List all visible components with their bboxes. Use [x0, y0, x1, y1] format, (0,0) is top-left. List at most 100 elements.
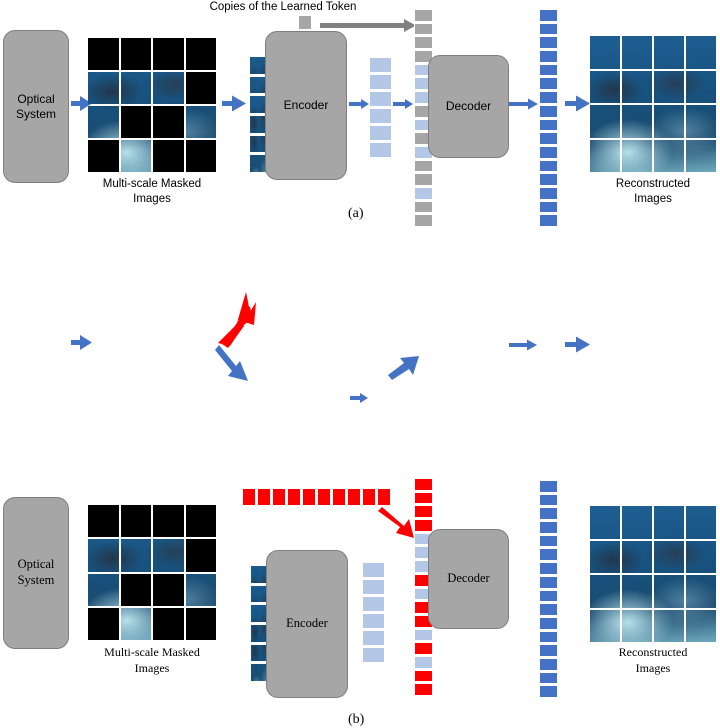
decoder-input-token-b-red [414, 478, 433, 491]
masked-grid-hidden-patch [153, 38, 184, 70]
reconstructed-patch [622, 105, 652, 138]
masked-grid-hidden-patch [88, 38, 119, 70]
decoder-input-token-a-gray [414, 173, 433, 186]
reconstructed-patch [590, 139, 620, 172]
decoder-output-token-b-dblue [539, 657, 558, 671]
reconstructed-patch [686, 70, 716, 103]
red-mask-token-arrow [218, 292, 256, 348]
arrow-masked-to-patches [222, 95, 246, 112]
encoder-box-b[interactable]: Encoder [266, 550, 348, 698]
reconstructed-patch [654, 540, 684, 573]
panel-b: Optical System #panel-b .module{top:auto… [0, 230, 720, 727]
decoder-output-token-b-dblue [539, 534, 558, 548]
reconstructed-patch [654, 36, 684, 69]
masked-grid-hidden-patch [185, 38, 216, 70]
encoder-output-token-a-lblue [369, 91, 392, 107]
decoder-input-token-b-lblue [414, 628, 433, 642]
arrow-encoder-to-tokens [349, 99, 369, 109]
encoder-label-b: Encoder [286, 616, 328, 631]
decoder-output-token-b-dblue [539, 507, 558, 521]
reconstructed-patch [622, 506, 652, 539]
masked-caption-a-line2: Images [133, 192, 171, 205]
red-mask-token-row-b [242, 488, 391, 506]
decoder-input-token-b-red [414, 505, 433, 519]
decoder-output-token-b-dblue [539, 685, 558, 698]
decoder-input-token-b-red [414, 642, 433, 655]
decoder-input-token-b-lblue [414, 655, 433, 669]
masked-caption-a: Multi-scale Masked Images [82, 177, 222, 207]
panel-a: Copies of the Learned Token [0, 0, 720, 230]
decoder-output-token-b-dblue [539, 603, 558, 616]
masked-grid-visible-patch [120, 72, 151, 104]
red-mask-token-b [347, 488, 361, 506]
masked-grid-hidden-patch [153, 505, 184, 538]
decoder-box-a[interactable]: Decoder [428, 55, 509, 158]
optical-system-box-a[interactable]: Optical System [3, 30, 69, 183]
decoder-output-token-a-dblue [539, 214, 558, 227]
encoder-output-token-a-lblue [369, 142, 392, 158]
reconstructed-patch [654, 575, 684, 608]
reconstructed-patch [590, 575, 620, 608]
decoder-output-token-b-dblue [539, 575, 558, 589]
decoder-input-token-a-gray [414, 36, 433, 50]
reconstructed-caption-a: Reconstructed Images [586, 177, 720, 207]
reconstructed-images-grid-b [590, 506, 716, 642]
decoder-input-token-a-gray [414, 200, 433, 214]
red-mask-token-b [272, 488, 286, 506]
masked-grid-visible-patch [120, 607, 151, 640]
decoder-output-token-a-dblue [539, 200, 558, 214]
encoder-output-token-b-lblue [362, 647, 385, 663]
reconstructed-images-grid-a [590, 36, 716, 172]
reconstructed-caption-b-line1: Reconstructed [618, 645, 688, 659]
red-mask-token-b [257, 488, 271, 506]
decoder-output-token-a-dblue [539, 91, 558, 104]
panel-b-arrow-layer [71, 292, 590, 538]
decoder-output-token-a-dblue [539, 173, 558, 186]
red-mask-token-b [317, 488, 331, 506]
masked-grid-visible-patch [88, 72, 119, 104]
masked-grid-hidden-patch [153, 140, 184, 172]
arrow-tokens-to-sequence [393, 99, 413, 109]
arrow-decoder-to-output-b [509, 339, 537, 351]
masked-grid-hidden-patch [88, 505, 119, 538]
decoder-input-token-a-gray [414, 9, 433, 22]
decoder-input-token-b-red [414, 519, 433, 532]
encoder-output-token-b-lblue [362, 613, 385, 629]
reconstructed-patch [654, 139, 684, 172]
decoder-output-token-a-dblue [539, 50, 558, 63]
red-mask-token-b [242, 488, 256, 506]
decoder-input-token-a-gray [414, 159, 433, 173]
panel-label-a: (a) [348, 206, 364, 221]
decoder-label-a: Decoder [445, 99, 492, 113]
optical-system-box-b[interactable]: Optical System [3, 497, 69, 649]
masked-grid-visible-patch [88, 539, 119, 572]
masked-grid-hidden-patch [88, 140, 119, 172]
decoder-input-token-b-red [414, 669, 433, 683]
reconstructed-patch [686, 575, 716, 608]
panel-label-b: (b) [348, 712, 365, 727]
reconstructed-caption-b: Reconstructed Images [586, 645, 720, 676]
decoder-box-b[interactable]: Decoder [428, 529, 509, 629]
masked-grid-visible-patch [185, 106, 216, 138]
arrow-output-to-reconstructed-b [565, 336, 590, 353]
decoder-output-token-a-dblue [539, 77, 558, 91]
decoder-output-token-b-dblue [539, 644, 558, 657]
decoder-output-token-a-dblue [539, 145, 558, 159]
multiscale-masked-grid-b [88, 505, 216, 640]
decoder-output-token-b-dblue [539, 630, 558, 644]
encoder-box-a[interactable]: Encoder [265, 31, 347, 180]
reconstructed-caption-b-line2: Images [635, 660, 671, 675]
decoder-output-token-column-a [539, 9, 558, 227]
decoder-output-token-b-dblue [539, 493, 558, 507]
encoder-output-token-a-lblue [369, 74, 392, 90]
masked-grid-hidden-patch [185, 607, 216, 640]
encoder-output-token-b-lblue [362, 630, 385, 646]
masked-grid-hidden-patch [153, 106, 184, 138]
masked-grid-visible-patch [88, 106, 119, 138]
reconstructed-patch [686, 139, 716, 172]
masked-caption-b-line2: Images [134, 660, 170, 675]
masked-grid-hidden-patch [185, 72, 216, 104]
reconstructed-patch [686, 540, 716, 573]
decoder-output-token-a-dblue [539, 36, 558, 50]
encoder-output-token-b-lblue [362, 562, 385, 578]
